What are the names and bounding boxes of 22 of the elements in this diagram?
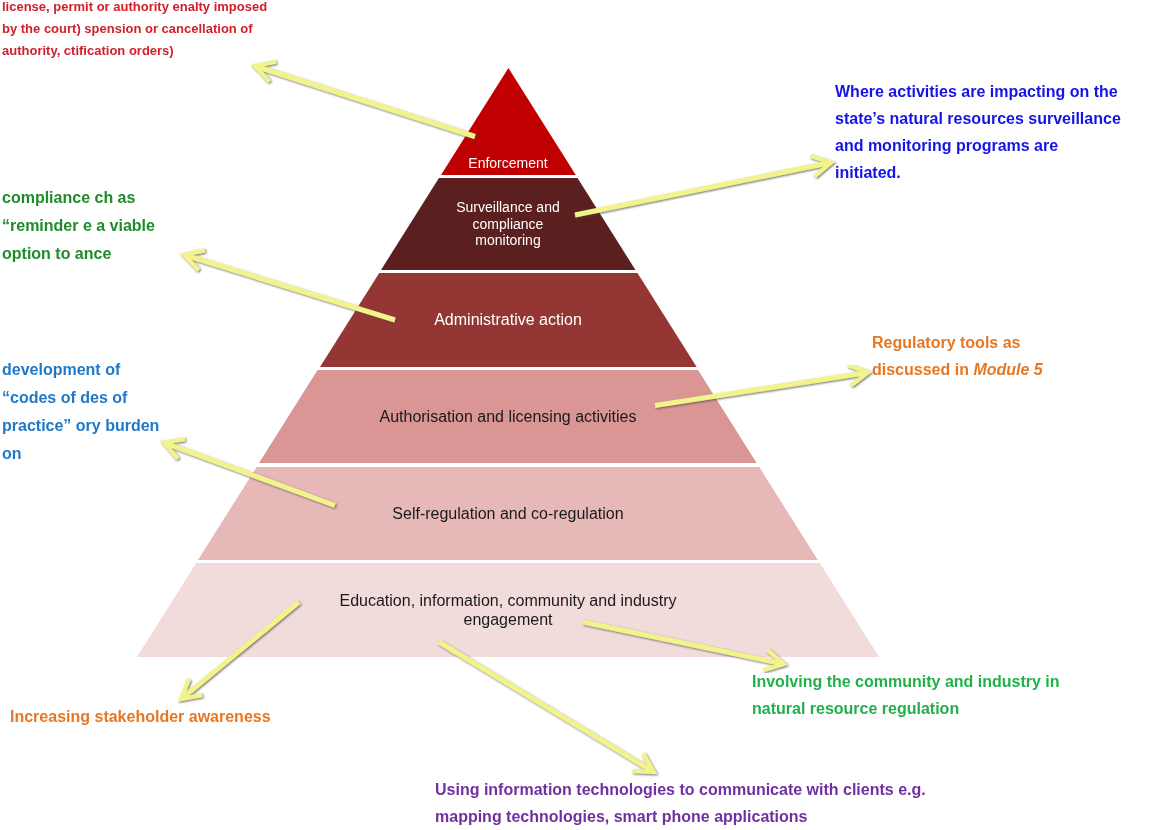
arrow bbox=[252, 59, 476, 139]
annotation-text: Increasing stakeholder awareness bbox=[10, 707, 272, 727]
annotation-text: compliance ch as “reminder e a viable option to ance bbox=[2, 188, 156, 264]
band-label: Education, information, community and industry engagement bbox=[338, 590, 678, 630]
arrow bbox=[437, 639, 656, 775]
arrow bbox=[181, 248, 396, 323]
band-label: Enforcement bbox=[467, 155, 549, 172]
annotation-text: Where activities are impacting on the state’s natural resources surveillance and monitoring programs are initiated. bbox=[835, 82, 1122, 183]
arrow bbox=[161, 437, 336, 508]
band-label: Administrative action bbox=[433, 310, 583, 330]
annotation-text: license, permit or authority enalty imposed by the court) spension or cancellation of authority, ctification orders) bbox=[2, 0, 269, 60]
band-label: Authorisation and licensing activities bbox=[378, 406, 638, 427]
band-label: Surveillance and compliance monitoring bbox=[455, 198, 561, 250]
annotation-text: Involving the community and industry in natural resource regulation bbox=[752, 672, 1061, 719]
annotation-text: development of “codes of des of practice” ory burden on bbox=[2, 360, 160, 464]
annotation-text: Using information technologies to communicate with clients e.g. mapping technologies, smart phone applications bbox=[435, 780, 927, 827]
annotation-text: Regulatory tools as discussed in Module 5 bbox=[872, 333, 1044, 380]
arrow bbox=[574, 154, 834, 218]
arrow bbox=[179, 600, 301, 702]
band-label: Self-regulation and co-regulation bbox=[391, 503, 625, 524]
arrow bbox=[582, 619, 786, 673]
arrow bbox=[654, 363, 871, 408]
